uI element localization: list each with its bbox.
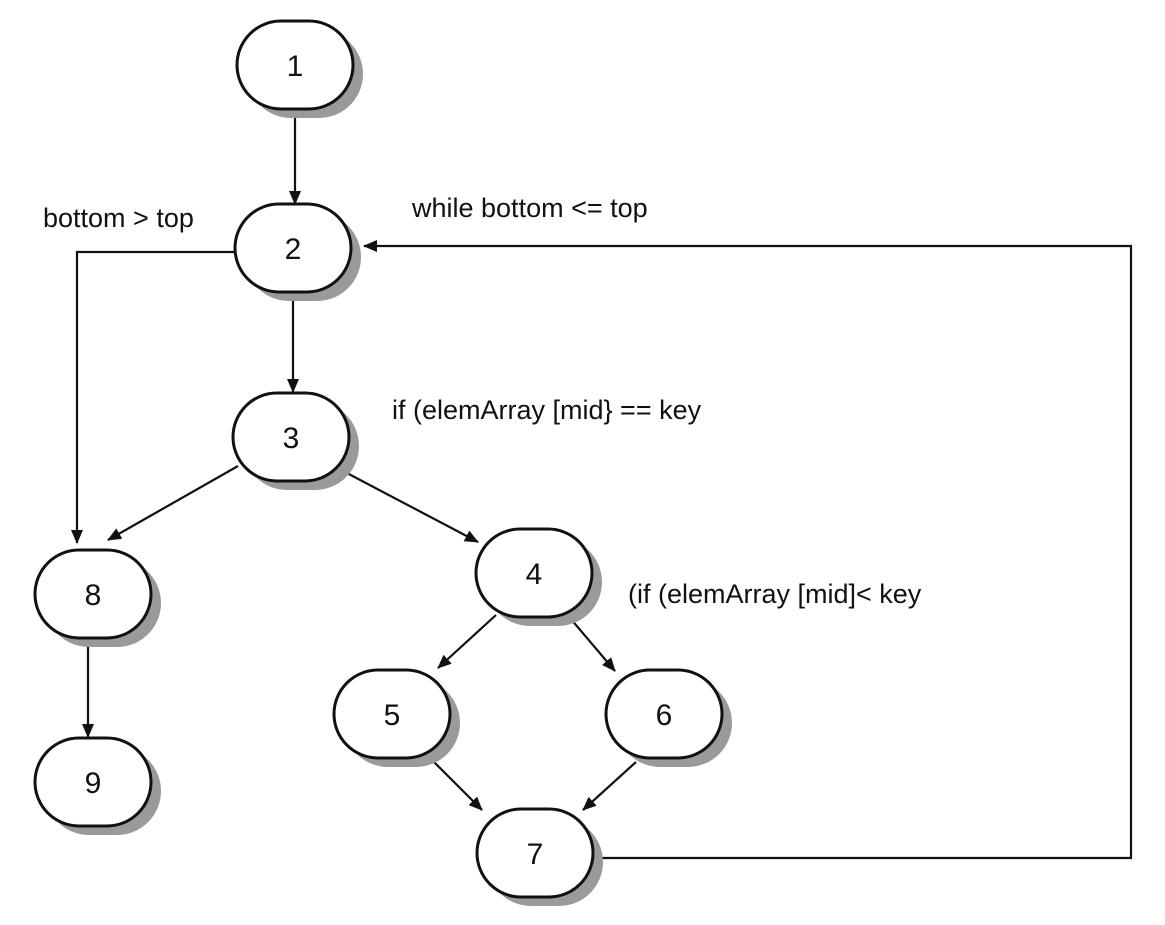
node-6: [604, 668, 724, 760]
node-1-label: 1: [287, 50, 304, 83]
node-9: [33, 736, 153, 828]
node-8: [33, 548, 153, 640]
edge-5-to-7: [427, 755, 483, 811]
node-4-label: 4: [526, 558, 543, 591]
edge-4-to-6: [569, 617, 616, 672]
edge-6-to-7: [582, 761, 637, 811]
label-bottom-gt-top: bottom > top: [43, 203, 194, 233]
node-6-label: 6: [656, 699, 673, 732]
node-5-label: 5: [384, 699, 401, 732]
node-2: [233, 202, 353, 294]
node-5: [332, 668, 452, 760]
edge-3-to-8: [107, 465, 239, 541]
node-8-label: 8: [85, 579, 102, 612]
node-4: [474, 527, 594, 619]
edges-group: [71, 112, 1133, 860]
node-7-label: 7: [527, 838, 544, 871]
label-while-loop: while bottom <= top: [411, 193, 648, 223]
label-if-equal: if (elemArray [mid} == key: [392, 395, 702, 425]
edge-7-to-2-loop: [363, 240, 1133, 860]
label-if-less: (if (elemArray [mid]< key: [628, 579, 922, 609]
node-9-label: 9: [85, 767, 102, 800]
edge-3-to-4: [344, 471, 479, 543]
edge-4-to-5: [437, 614, 497, 669]
node-7: [475, 807, 595, 899]
annotations-group: bottom > top while bottom <= top if (ele…: [43, 193, 922, 609]
edge-2-to-8: [71, 250, 238, 544]
node-1: [235, 19, 355, 111]
nodes-group: 1 2 3 4 5 6 7 8 9: [33, 19, 732, 906]
node-3-label: 3: [283, 422, 300, 455]
node-2-label: 2: [285, 233, 302, 266]
node-3: [231, 391, 351, 483]
